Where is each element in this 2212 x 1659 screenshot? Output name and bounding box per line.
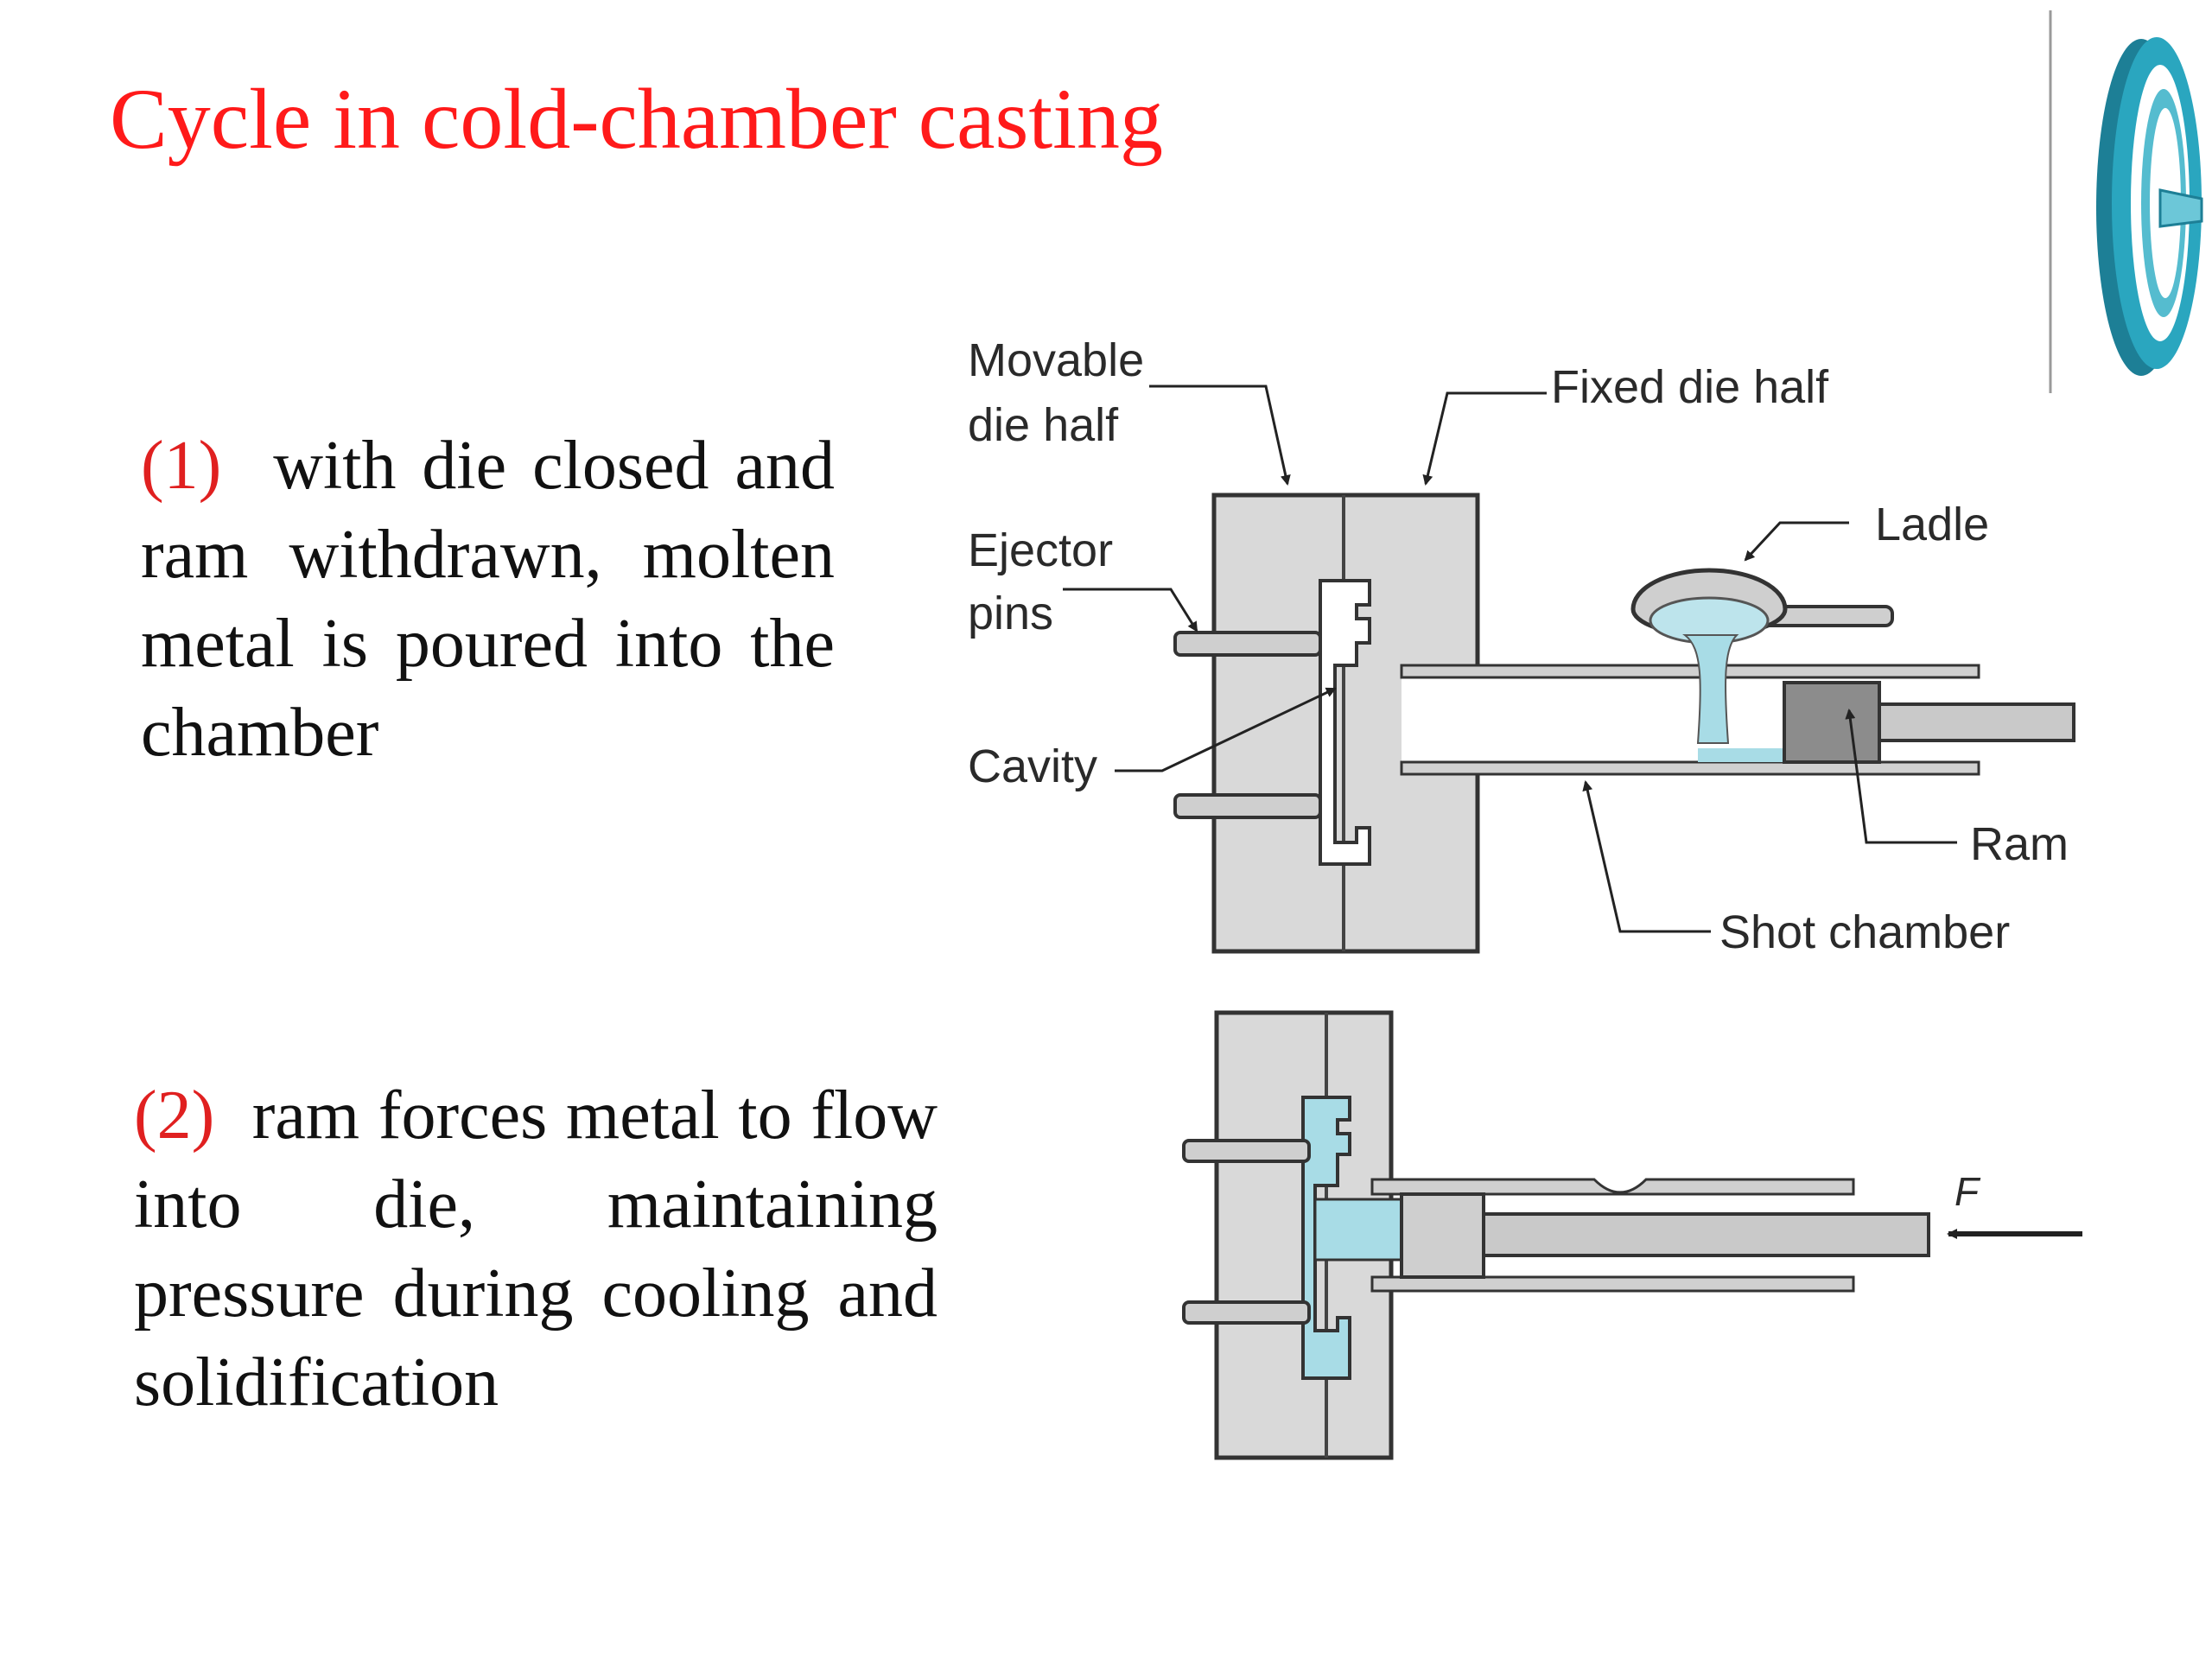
leader-shot-chamber <box>1582 780 1711 933</box>
die-cavity <box>1319 579 1371 866</box>
leader-cavity <box>1115 687 1337 772</box>
label-pins: pins <box>968 588 1053 639</box>
ram-head-2 <box>1400 1192 1485 1279</box>
leader-ejector-pins <box>1063 588 1198 632</box>
leader-fixed-die-half <box>1422 391 1547 486</box>
step-2-body: ram forces metal to flow into die, maint… <box>134 1077 938 1421</box>
ram-rod <box>1878 702 2075 742</box>
shot-chamber-top-wall-2 <box>1370 1178 1855 1196</box>
label-ram: Ram <box>1970 818 2069 870</box>
filled-runner <box>1313 1198 1403 1262</box>
shot-chamber-top-wall <box>1400 664 1980 679</box>
diagram-2-ram-forcing: F <box>1182 1010 2082 1460</box>
slide-title: Cycle in cold-chamber casting <box>110 71 1163 167</box>
shot-chamber-bottom-wall-2 <box>1370 1275 1855 1293</box>
label-ejector: Ejector <box>968 524 1113 576</box>
step-1-body: with die closed and ram withdrawn, molte… <box>141 428 836 771</box>
label-cavity: Cavity <box>968 741 1097 792</box>
step-1-number: (1) <box>141 428 222 504</box>
label-die-half: die half <box>968 399 1119 451</box>
die-ring-icon <box>2096 37 2203 376</box>
step-2-number: (2) <box>134 1077 215 1154</box>
leader-ladle <box>1744 521 1849 562</box>
ram-head <box>1783 681 1881 764</box>
diagram-1-die-closed: Movable die half Fixed die half Ejector … <box>968 334 2075 958</box>
step-1-text: (1) with die closed and ram withdrawn, m… <box>141 422 835 778</box>
shot-chamber-bottom-wall <box>1400 760 1980 776</box>
step-2-text: (2) ram forces metal to flow into die, m… <box>134 1071 938 1427</box>
leader-ram <box>1845 709 1957 844</box>
label-shot-chamber: Shot chamber <box>1719 906 2010 958</box>
ladle-icon <box>1630 568 1894 744</box>
ejector-pin-upper <box>1173 631 1322 657</box>
filled-cavity <box>1301 1096 1351 1380</box>
die-block-2 <box>1214 1010 1394 1460</box>
ejector-pin-lower <box>1173 793 1322 819</box>
ejector-pin-lower-2 <box>1182 1300 1311 1325</box>
ram-rod-2 <box>1482 1212 1930 1257</box>
die-block <box>1211 493 1480 954</box>
label-fixed-die-half: Fixed die half <box>1551 361 1829 413</box>
molten-metal-stream <box>1682 634 1739 744</box>
label-ladle: Ladle <box>1875 499 1989 550</box>
ejector-pin-upper-2 <box>1182 1139 1311 1163</box>
label-force: F <box>1955 1169 1981 1214</box>
leader-movable-die-half <box>1149 385 1291 486</box>
label-movable: Movable <box>968 334 1144 386</box>
